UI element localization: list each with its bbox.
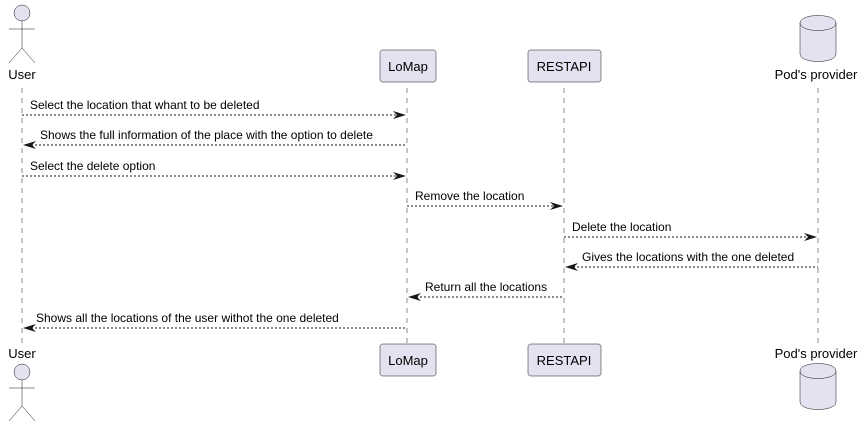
message-label: Select the delete option [30,159,155,173]
message-label: Delete the location [572,220,671,234]
participant-label-user: User [8,346,36,361]
message-8: Shows all the locations of the user with… [23,311,407,332]
message-1: Select the location that whant to be del… [22,98,406,119]
participant-restapi-top: RESTAPI [527,49,602,83]
stick-figure-icon [8,4,36,64]
arrow-head-left-icon [408,293,421,301]
participant-lomap-bottom: LoMap [379,343,437,377]
message-4: Remove the location [407,189,563,210]
message-3: Select the delete option [22,159,406,180]
database-cylinder-icon [799,363,837,410]
participant-label-pod-provider: Pod's provider [775,67,858,82]
message-label: Shows the full information of the place … [40,128,373,142]
participant-label-pod-provider: Pod's provider [775,346,858,361]
message-label: Gives the locations with the one deleted [582,250,794,264]
arrow-head-left-icon [23,324,36,332]
participant-label-restapi: RESTAPI [537,59,592,74]
database-cylinder-icon [799,15,837,62]
participant-restapi-bottom: RESTAPI [527,343,602,377]
arrow-head-left-icon [23,141,36,149]
arrow-head-right-icon [550,202,563,210]
participant-label-user: User [8,67,36,82]
message-label: Remove the location [415,189,524,203]
stick-figure-icon [8,363,36,422]
participant-label-lomap: LoMap [388,59,428,74]
participant-label-lomap: LoMap [388,353,428,368]
message-6: Gives the locations with the one deleted [565,250,818,271]
actor-user-bottom: User [8,346,36,422]
message-label: Shows all the locations of the user with… [36,311,339,325]
actor-user-top: User [8,4,36,82]
message-7: Return all the locations [408,280,564,301]
arrow-head-right-icon [393,111,406,119]
arrow-head-right-icon [804,233,817,241]
database-pod-provider-top: Pod's provider [775,15,858,82]
participant-lomap-top: LoMap [379,49,437,83]
database-pod-provider-bottom: Pod's provider [775,346,858,410]
participant-label-restapi: RESTAPI [537,353,592,368]
message-label: Select the location that whant to be del… [30,98,260,112]
arrow-head-left-icon [565,263,578,271]
arrow-head-right-icon [393,172,406,180]
message-5: Delete the location [564,220,817,241]
message-label: Return all the locations [425,280,547,294]
message-2: Shows the full information of the place … [23,128,407,149]
